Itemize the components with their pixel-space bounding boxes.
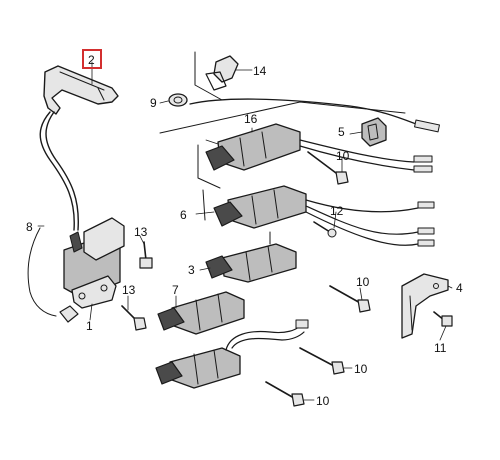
label-part-10-a[interactable]: 10	[336, 149, 350, 163]
label-part-1[interactable]: 1	[86, 319, 93, 333]
part-5-connector[interactable]	[361, 117, 387, 147]
highlight-box	[82, 49, 102, 69]
part-13-bolt-upper[interactable]	[139, 241, 153, 269]
part-7-coil-lower[interactable]	[155, 319, 309, 389]
part-10-bolt-mid[interactable]	[329, 285, 371, 313]
label-part-4[interactable]: 4	[456, 281, 463, 295]
part-10-bolt-lower-b[interactable]	[265, 381, 305, 407]
part-4-bracket[interactable]	[401, 273, 449, 339]
part-2-plug-cap[interactable]	[43, 65, 119, 115]
part-13-bolt-lower[interactable]	[121, 305, 147, 331]
part-10-bolt-upper[interactable]	[307, 151, 349, 185]
part-3-charge-coil[interactable]	[205, 231, 297, 283]
label-part-3[interactable]: 3	[188, 263, 195, 277]
label-part-8[interactable]: 8	[26, 220, 33, 234]
label-part-5[interactable]: 5	[338, 125, 345, 139]
part-6-exciter-coil[interactable]	[213, 185, 435, 247]
label-part-7[interactable]: 7	[172, 283, 179, 297]
label-part-14[interactable]: 14	[253, 64, 267, 78]
leader-lines	[37, 61, 453, 401]
part-16-pulser-coil[interactable]	[205, 123, 433, 173]
label-part-9[interactable]: 9	[150, 96, 157, 110]
label-part-11[interactable]: 11	[434, 341, 447, 355]
part-11-bolt[interactable]	[433, 311, 453, 327]
wire-harness-top	[189, 98, 440, 133]
label-part-13-b[interactable]: 13	[122, 283, 136, 297]
part-10-bolt-lower-a[interactable]	[299, 347, 345, 375]
label-part-10-d[interactable]: 10	[316, 394, 330, 408]
label-part-16[interactable]: 16	[244, 112, 258, 126]
part-12-screw[interactable]	[313, 221, 337, 238]
part-14-clamp[interactable]	[205, 55, 253, 91]
part-number-labels: 2 14 9 16 5 10 6 12 8 13 3 10 4 13 7 1 1…	[26, 53, 463, 408]
part-7-coil-upper[interactable]	[157, 291, 245, 335]
label-part-2[interactable]: 2	[88, 53, 95, 67]
part-8-cord	[27, 111, 79, 317]
label-part-13-a[interactable]: 13	[134, 225, 148, 239]
part-9-grommet[interactable]	[159, 93, 188, 107]
label-part-10-b[interactable]: 10	[356, 275, 370, 289]
part-1-ignition-coil[interactable]	[59, 217, 125, 323]
label-part-10-c[interactable]: 10	[354, 362, 368, 376]
label-part-6[interactable]: 6	[180, 208, 187, 222]
label-part-12[interactable]: 12	[330, 204, 344, 218]
